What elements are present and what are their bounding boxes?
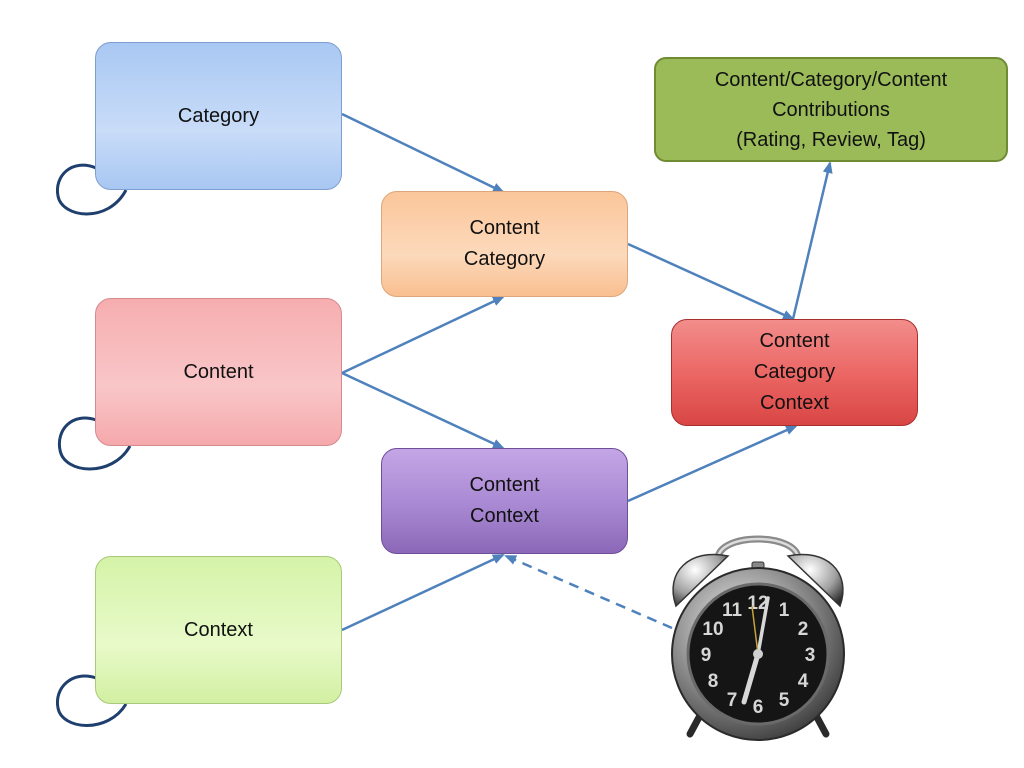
arrow-context-to-content-context	[341, 553, 505, 632]
clock-numeral: 3	[805, 645, 816, 666]
node-ccc-line-2: Category	[753, 361, 836, 383]
node-content: Content	[95, 298, 342, 446]
node-content-context-line-1: Content	[469, 474, 540, 496]
node-contributions-line-1: Content/Category/Content	[714, 68, 948, 91]
self-loop-content	[57, 416, 132, 471]
node-context: Context	[95, 556, 342, 704]
arrow-content-category-to-ccc	[627, 242, 795, 321]
node-content-context: Content Context	[381, 448, 628, 554]
arrow-content-to-content-category	[341, 295, 505, 375]
node-category: Category	[95, 42, 342, 190]
node-category-label: Category	[177, 104, 260, 127]
node-ccc-line-3: Context	[760, 392, 829, 414]
arrow-ccc-to-contributions	[791, 161, 833, 320]
arrow-content-to-content-context	[341, 371, 505, 450]
clock-numeral: 11	[722, 600, 743, 621]
clock-numeral: 4	[798, 671, 809, 692]
clock-numeral: 1	[779, 600, 790, 621]
arrow-category-to-content-category	[341, 112, 505, 194]
node-content-category: Content Category	[381, 191, 628, 297]
clock-numeral: 5	[779, 690, 790, 711]
node-content-context-line-2: Context	[470, 505, 539, 527]
node-contributions: Content/Category/Content Contributions (…	[654, 57, 1008, 162]
clock-numeral: 6	[753, 697, 764, 718]
node-content-category-line-1: Content	[469, 217, 540, 239]
node-context-label: Context	[184, 618, 253, 641]
node-ccc-line-1: Content	[759, 330, 830, 352]
clock-numeral: 8	[708, 671, 719, 692]
self-loop-context	[55, 674, 128, 727]
arrow-clock-to-content-context	[504, 554, 673, 630]
clock-numeral: 10	[702, 619, 723, 640]
clock-numeral: 2	[798, 619, 809, 640]
clock-numeral: 9	[701, 645, 712, 666]
node-contributions-line-2: Contributions	[772, 98, 890, 121]
node-contributions-line-3: (Rating, Review, Tag)	[736, 128, 926, 151]
node-content-label: Content	[183, 360, 254, 383]
node-content-category-context: Content Category Context	[671, 319, 918, 426]
arrow-content-context-to-ccc	[627, 424, 798, 503]
clock-numeral: 7	[727, 690, 738, 711]
self-loop-category	[55, 163, 128, 216]
node-content-category-line-2: Category	[463, 248, 546, 270]
